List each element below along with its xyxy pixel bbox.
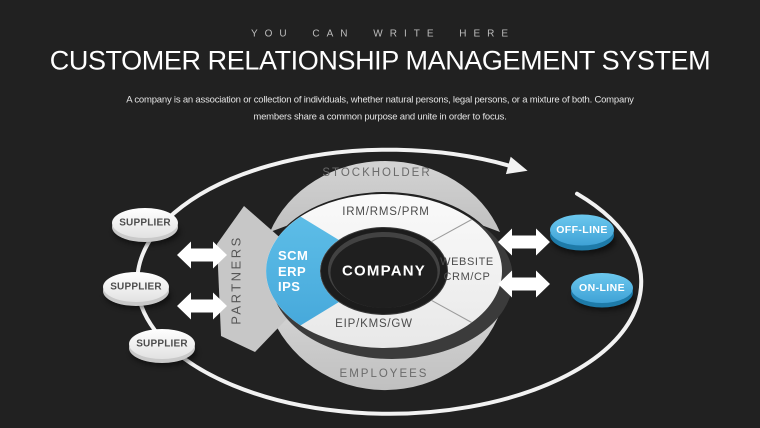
ring-bottom-label: EIP/KMS/GW [335,318,413,330]
tagline: YOU CAN WRITE HERE [250,28,516,40]
ring-top-label: IRM/RMS/PRM [342,206,430,218]
ring-divider-upper [431,219,472,243]
supplier-oval-3 [129,329,197,366]
company-ellipse [330,237,438,308]
supplier-oval-1 [112,208,180,245]
double-arrow-icon-left-bottom [177,292,227,320]
website-line: WEBSITE [440,256,494,268]
scm-line: SCM [278,247,309,263]
online-label: ON-LINE [579,282,625,294]
description-line-1: A company is an association or collectio… [126,94,634,106]
ring-right-label: WEBSITE CRM/CP [440,255,494,285]
crm-cp-line: CRM/CP [443,271,491,283]
partners-label: PARTNERS [228,235,244,325]
description-line-2: members share a common purpose and unite… [253,111,507,123]
supplier-oval-2 [103,272,171,309]
stockholder-label: STOCKHOLDER [322,167,432,179]
employees-label: EMPLOYEES [339,368,429,380]
double-arrow-icon-left-top [177,241,227,269]
scm-segment [266,216,339,326]
company-label: COMPANY [342,262,426,280]
ips-line: IPS [278,278,301,294]
erp-line: ERP [278,263,307,279]
stockholder-fan [270,161,500,232]
cycle-arrowhead-icon [505,156,528,175]
ring-divider-lower [431,299,472,323]
offline-label: OFF-LINE [556,224,608,236]
page-title: CUSTOMER RELATIONSHIP MANAGEMENT SYSTEM [49,45,711,76]
double-arrow-icon-right-bottom [498,270,550,298]
online-oval [571,273,635,311]
supplier-label-2: SUPPLIER [110,281,162,293]
ring-left-label: SCM ERP IPS [278,248,308,295]
supplier-label-3: SUPPLIER [136,338,188,350]
double-arrow-icon-right-top [498,228,550,256]
offline-oval [550,214,616,254]
supplier-label-1: SUPPLIER [119,217,171,229]
cycle-arc [135,147,644,416]
